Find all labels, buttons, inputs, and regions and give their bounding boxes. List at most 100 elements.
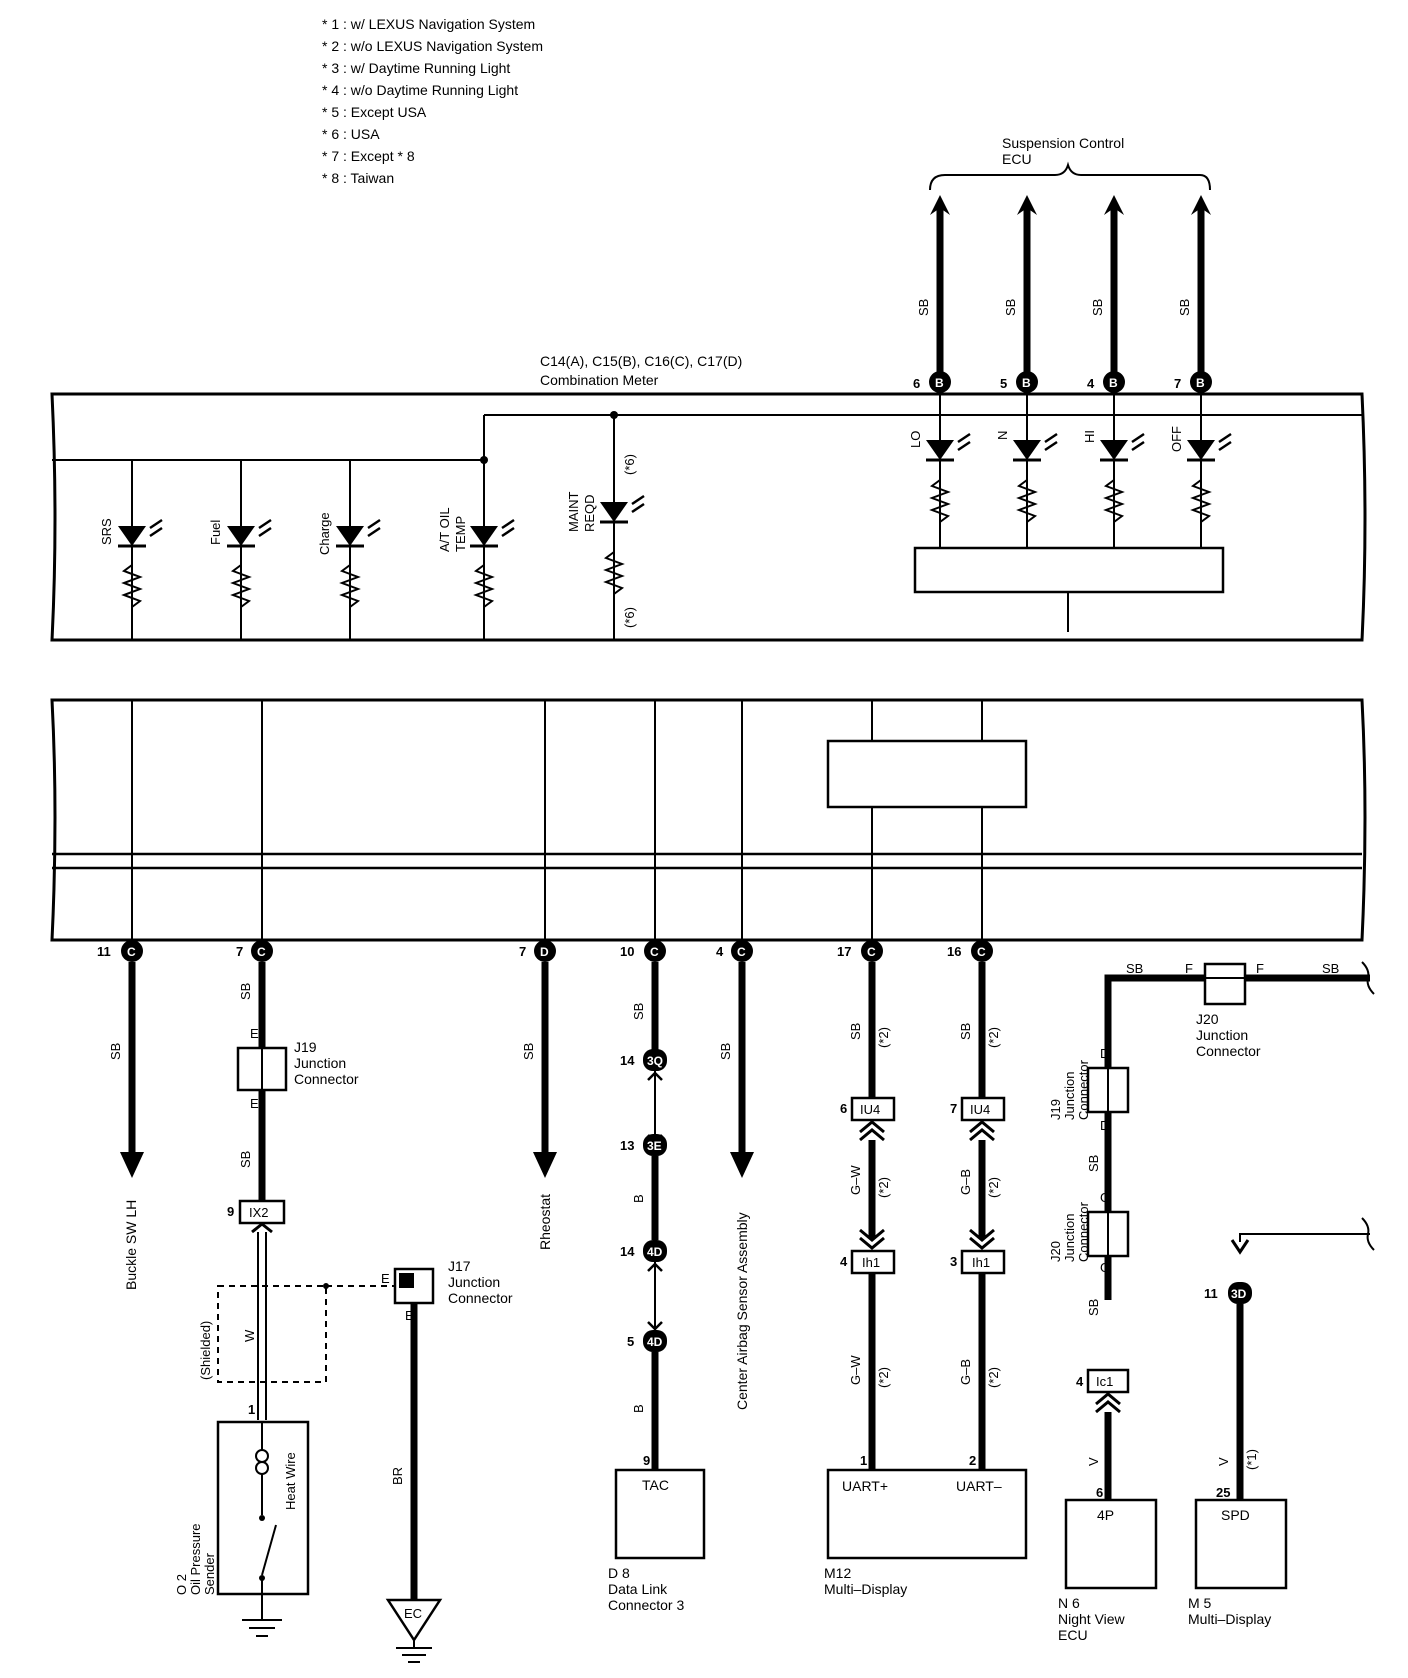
m12-n2-5: (*2) <box>876 1367 891 1388</box>
night-view-ecu <box>1064 1498 1158 1590</box>
lamp-at-oil-temp <box>470 518 515 608</box>
m5-n1: (*1) <box>1244 1449 1259 1470</box>
bot-num-2: 7 <box>236 944 243 959</box>
m12-t1: UART+ <box>842 1478 888 1494</box>
lamp-lo: LO <box>908 431 923 448</box>
top-pin-num-3: 4 <box>1087 376 1095 391</box>
m12-n2-1: (*2) <box>876 1027 891 1048</box>
m12-n2-3: (*2) <box>876 1177 891 1198</box>
svg-text:Connector 3: Connector 3 <box>608 1597 684 1613</box>
top-pins: 6 B 5 B 4 B 7 B <box>913 371 1212 393</box>
airbag-branch: SB Center Airbag Sensor Assembly <box>718 962 754 1410</box>
iu4-a-num: 6 <box>840 1101 847 1116</box>
note-2: * 2 : w/o LEXUS Navigation System <box>322 38 543 54</box>
m12-n2-6: (*2) <box>986 1367 1001 1388</box>
indicator-lamps: SRS Fuel Charge A/T OIL TEMP MAINT REQD … <box>99 415 645 640</box>
night-view-branch: SB F F SB J20 Junction Connector D D J19… <box>1048 961 1375 1643</box>
br-wire: BR <box>390 1467 405 1485</box>
note-1: * 1 : w/ LEXUS Navigation System <box>322 16 535 32</box>
nv-wire-sb1: SB <box>1086 1155 1101 1172</box>
m12-n2-2: (*2) <box>986 1027 1001 1048</box>
suspension-ecu-line1: Suspension Control <box>1002 135 1124 151</box>
airbag-dest: Center Airbag Sensor Assembly <box>734 1212 750 1410</box>
m12-n2-4: (*2) <box>986 1177 1001 1198</box>
rheostat-branch: SB Rheostat <box>521 962 557 1250</box>
lamp-label-atoil-1: A/T OIL <box>437 507 452 552</box>
svg-text:Junction: Junction <box>1062 1214 1077 1262</box>
suspension-ecu-line2: ECU <box>1002 151 1032 167</box>
m5-pin: 25 <box>1216 1485 1230 1500</box>
bot-num-6: 17 <box>837 944 851 959</box>
j20-h-label-1: J20 <box>1196 1011 1219 1027</box>
j20-h-connector <box>1203 962 1247 1006</box>
m12-branches: SB (*2) SB (*2) 6 IU4 7 IU4 G–W (*2) G–B… <box>824 962 1028 1597</box>
bot-conn-3: D <box>540 945 549 959</box>
dlc-c4-num: 5 <box>627 1334 634 1349</box>
top-wire-2: SB <box>1003 299 1018 316</box>
airbag-wire: SB <box>718 1043 733 1060</box>
iu4-b-num: 7 <box>950 1101 957 1116</box>
bot-conn-2: C <box>257 945 266 959</box>
dlc-c1-label: 3Q <box>647 1054 663 1068</box>
svg-text:Multi–Display: Multi–Display <box>824 1581 907 1597</box>
m12-name-1: M12 <box>824 1565 851 1581</box>
m5-name-1: M 5 <box>1188 1595 1212 1611</box>
ih1-b-num: 3 <box>950 1254 957 1269</box>
ic1-label: Ic1 <box>1096 1374 1113 1389</box>
svg-text:Connector: Connector <box>1076 1201 1091 1262</box>
svg-text:Connector: Connector <box>448 1290 513 1306</box>
buckle-sw-branch: SB Buckle SW LH <box>108 962 144 1290</box>
m12-wire-sb2: SB <box>958 1023 973 1040</box>
j20-v-g1: G <box>1100 1190 1110 1205</box>
note-3: * 3 : w/ Daytime Running Light <box>322 60 510 76</box>
dlc-branch: SB 14 3Q 13 3E B 14 4D 5 4D B 9 TAC D 8 … <box>608 962 706 1613</box>
top-wire-1: SB <box>916 299 931 316</box>
note-8: * 8 : Taiwan <box>322 170 394 186</box>
ix2-label: IX2 <box>249 1205 269 1220</box>
svg-text:Multi–Display: Multi–Display <box>1188 1611 1271 1627</box>
iu4-a-label: IU4 <box>860 1102 880 1117</box>
oil-wire-2: SB <box>238 1151 253 1168</box>
svg-text:Junction: Junction <box>1062 1072 1077 1120</box>
bot-conn-4: C <box>650 945 659 959</box>
svg-text:Sender: Sender <box>202 1552 217 1595</box>
bot-conn-5: C <box>737 945 746 959</box>
oil-pin: 1 <box>248 1402 255 1417</box>
m5-term: SPD <box>1221 1507 1250 1523</box>
m5-conn: 3D <box>1231 1287 1247 1301</box>
dlc-wire-b2: B <box>631 1404 646 1413</box>
svg-text:Oil Pressure: Oil Pressure <box>188 1523 203 1595</box>
top-pin-num-2: 5 <box>1000 376 1007 391</box>
top-pin-conn-1: B <box>935 376 944 390</box>
dlc-c2-label: 3E <box>647 1139 662 1153</box>
m12-wire-gb1: G–B <box>958 1169 973 1195</box>
meter-title-2: Combination Meter <box>540 372 659 388</box>
j17-e: E <box>381 1271 390 1286</box>
svg-text:ECU: ECU <box>1058 1627 1088 1643</box>
oil-wire-1: SB <box>238 983 253 1000</box>
svg-text:Junction: Junction <box>448 1274 500 1290</box>
j20-h-f1: F <box>1185 961 1193 976</box>
lamp-srs <box>118 518 163 608</box>
nv-pin: 6 <box>1096 1485 1103 1500</box>
m5-branch: 11 3D V (*1) 25 SPD M 5 Multi–Display <box>1188 1217 1375 1627</box>
nv-wire-v: V <box>1086 1457 1101 1466</box>
note6-top: (*6) <box>622 454 637 475</box>
j19-e2: E <box>250 1096 259 1111</box>
j20-v-g2: G <box>1100 1260 1110 1275</box>
ih1-b-label: Ih1 <box>972 1255 990 1270</box>
svg-text:Night View: Night View <box>1058 1611 1126 1627</box>
m12-t2: UART– <box>956 1478 1002 1494</box>
m5-conn-num: 11 <box>1204 1286 1218 1301</box>
nv-name-1: N 6 <box>1058 1595 1080 1611</box>
bot-conn-6: C <box>867 945 876 959</box>
ic1-connector <box>1086 1368 1130 1394</box>
top-wire-3: SB <box>1090 299 1105 316</box>
dlc-term: TAC <box>642 1477 669 1493</box>
svg-text:Junction: Junction <box>1196 1027 1248 1043</box>
j17-label-1: J17 <box>448 1258 471 1274</box>
j19-v-d1: D <box>1100 1046 1109 1061</box>
m5-wire-v: V <box>1216 1457 1231 1466</box>
dlc-pin: 9 <box>643 1453 650 1468</box>
